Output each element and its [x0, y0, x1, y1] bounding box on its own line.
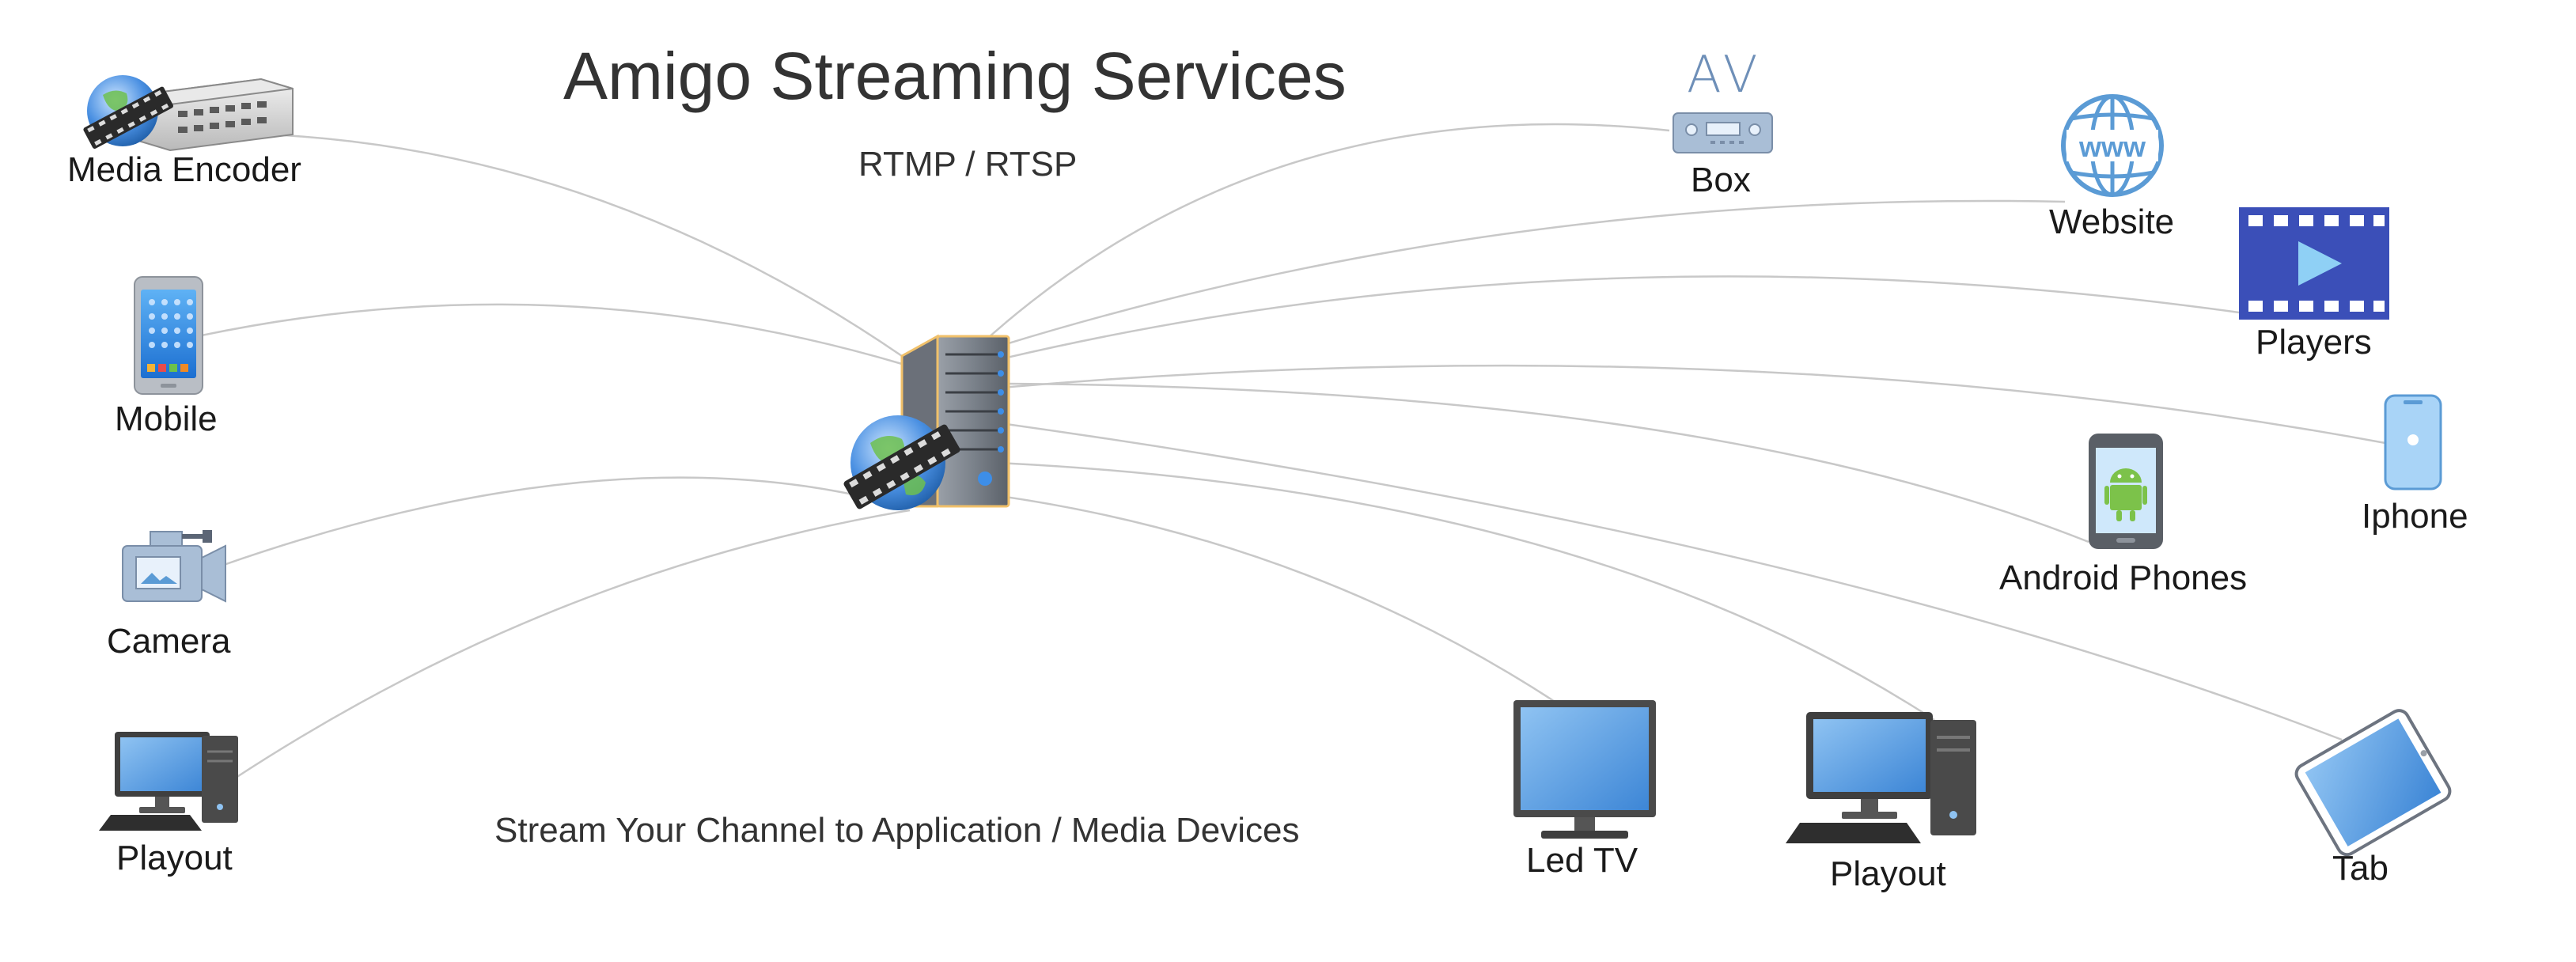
led-tv-icon	[1513, 700, 1656, 839]
dest-label-iphone: Iphone	[2362, 497, 2468, 536]
desktop-computer-icon-destination	[1786, 712, 1976, 843]
video-camera-icon	[122, 530, 226, 603]
android-phone-icon	[2089, 434, 2163, 549]
connector-box	[980, 123, 1670, 345]
protocol-label: RTMP / RTSP	[858, 145, 1078, 184]
dest-label-playout: Playout	[1830, 854, 1946, 893]
connector-tab	[1000, 422, 2343, 741]
www-badge: www	[2078, 131, 2146, 163]
connector-media-encoder	[268, 133, 903, 358]
streaming-server-icon	[843, 334, 1010, 510]
connector-android	[1004, 382, 2089, 543]
connector-playout-source	[233, 509, 911, 781]
source-label-camera: Camera	[107, 622, 231, 661]
dest-label-tab: Tab	[2332, 849, 2388, 888]
desktop-computer-icon	[99, 732, 238, 831]
diagram-title: Amigo Streaming Services	[563, 39, 1347, 113]
dest-label-website: Website	[2049, 203, 2175, 241]
av-badge: AV	[1687, 46, 1763, 104]
source-label-playout: Playout	[116, 839, 233, 877]
connector-led-tv	[988, 493, 1559, 706]
dest-label-led-tv: Led TV	[1526, 841, 1638, 880]
connector-playout-dest	[996, 461, 1935, 722]
iphone-icon	[2384, 394, 2442, 490]
tablet-icon	[2294, 709, 2452, 857]
av-receiver-box-icon	[1673, 112, 1773, 153]
www-globe-icon: www	[2061, 94, 2164, 197]
connector-iphone	[1000, 364, 2386, 445]
source-label-media-encoder: Media Encoder	[67, 150, 301, 189]
connector-players	[996, 275, 2240, 362]
connector-camera	[221, 476, 903, 567]
source-label-mobile: Mobile	[115, 400, 218, 438]
connector-mobile	[197, 303, 903, 365]
connector-website	[992, 199, 2066, 350]
tagline: Stream Your Channel to Application / Med…	[494, 811, 1300, 850]
dest-label-android: Android Phones	[1999, 559, 2248, 597]
media-encoder-icon	[83, 75, 294, 152]
video-player-icon	[2239, 207, 2389, 320]
connector-lines	[197, 123, 2386, 781]
dest-label-players: Players	[2256, 323, 2372, 362]
dest-label-box: Box	[1691, 161, 1751, 199]
mobile-phone-icon	[134, 276, 203, 395]
